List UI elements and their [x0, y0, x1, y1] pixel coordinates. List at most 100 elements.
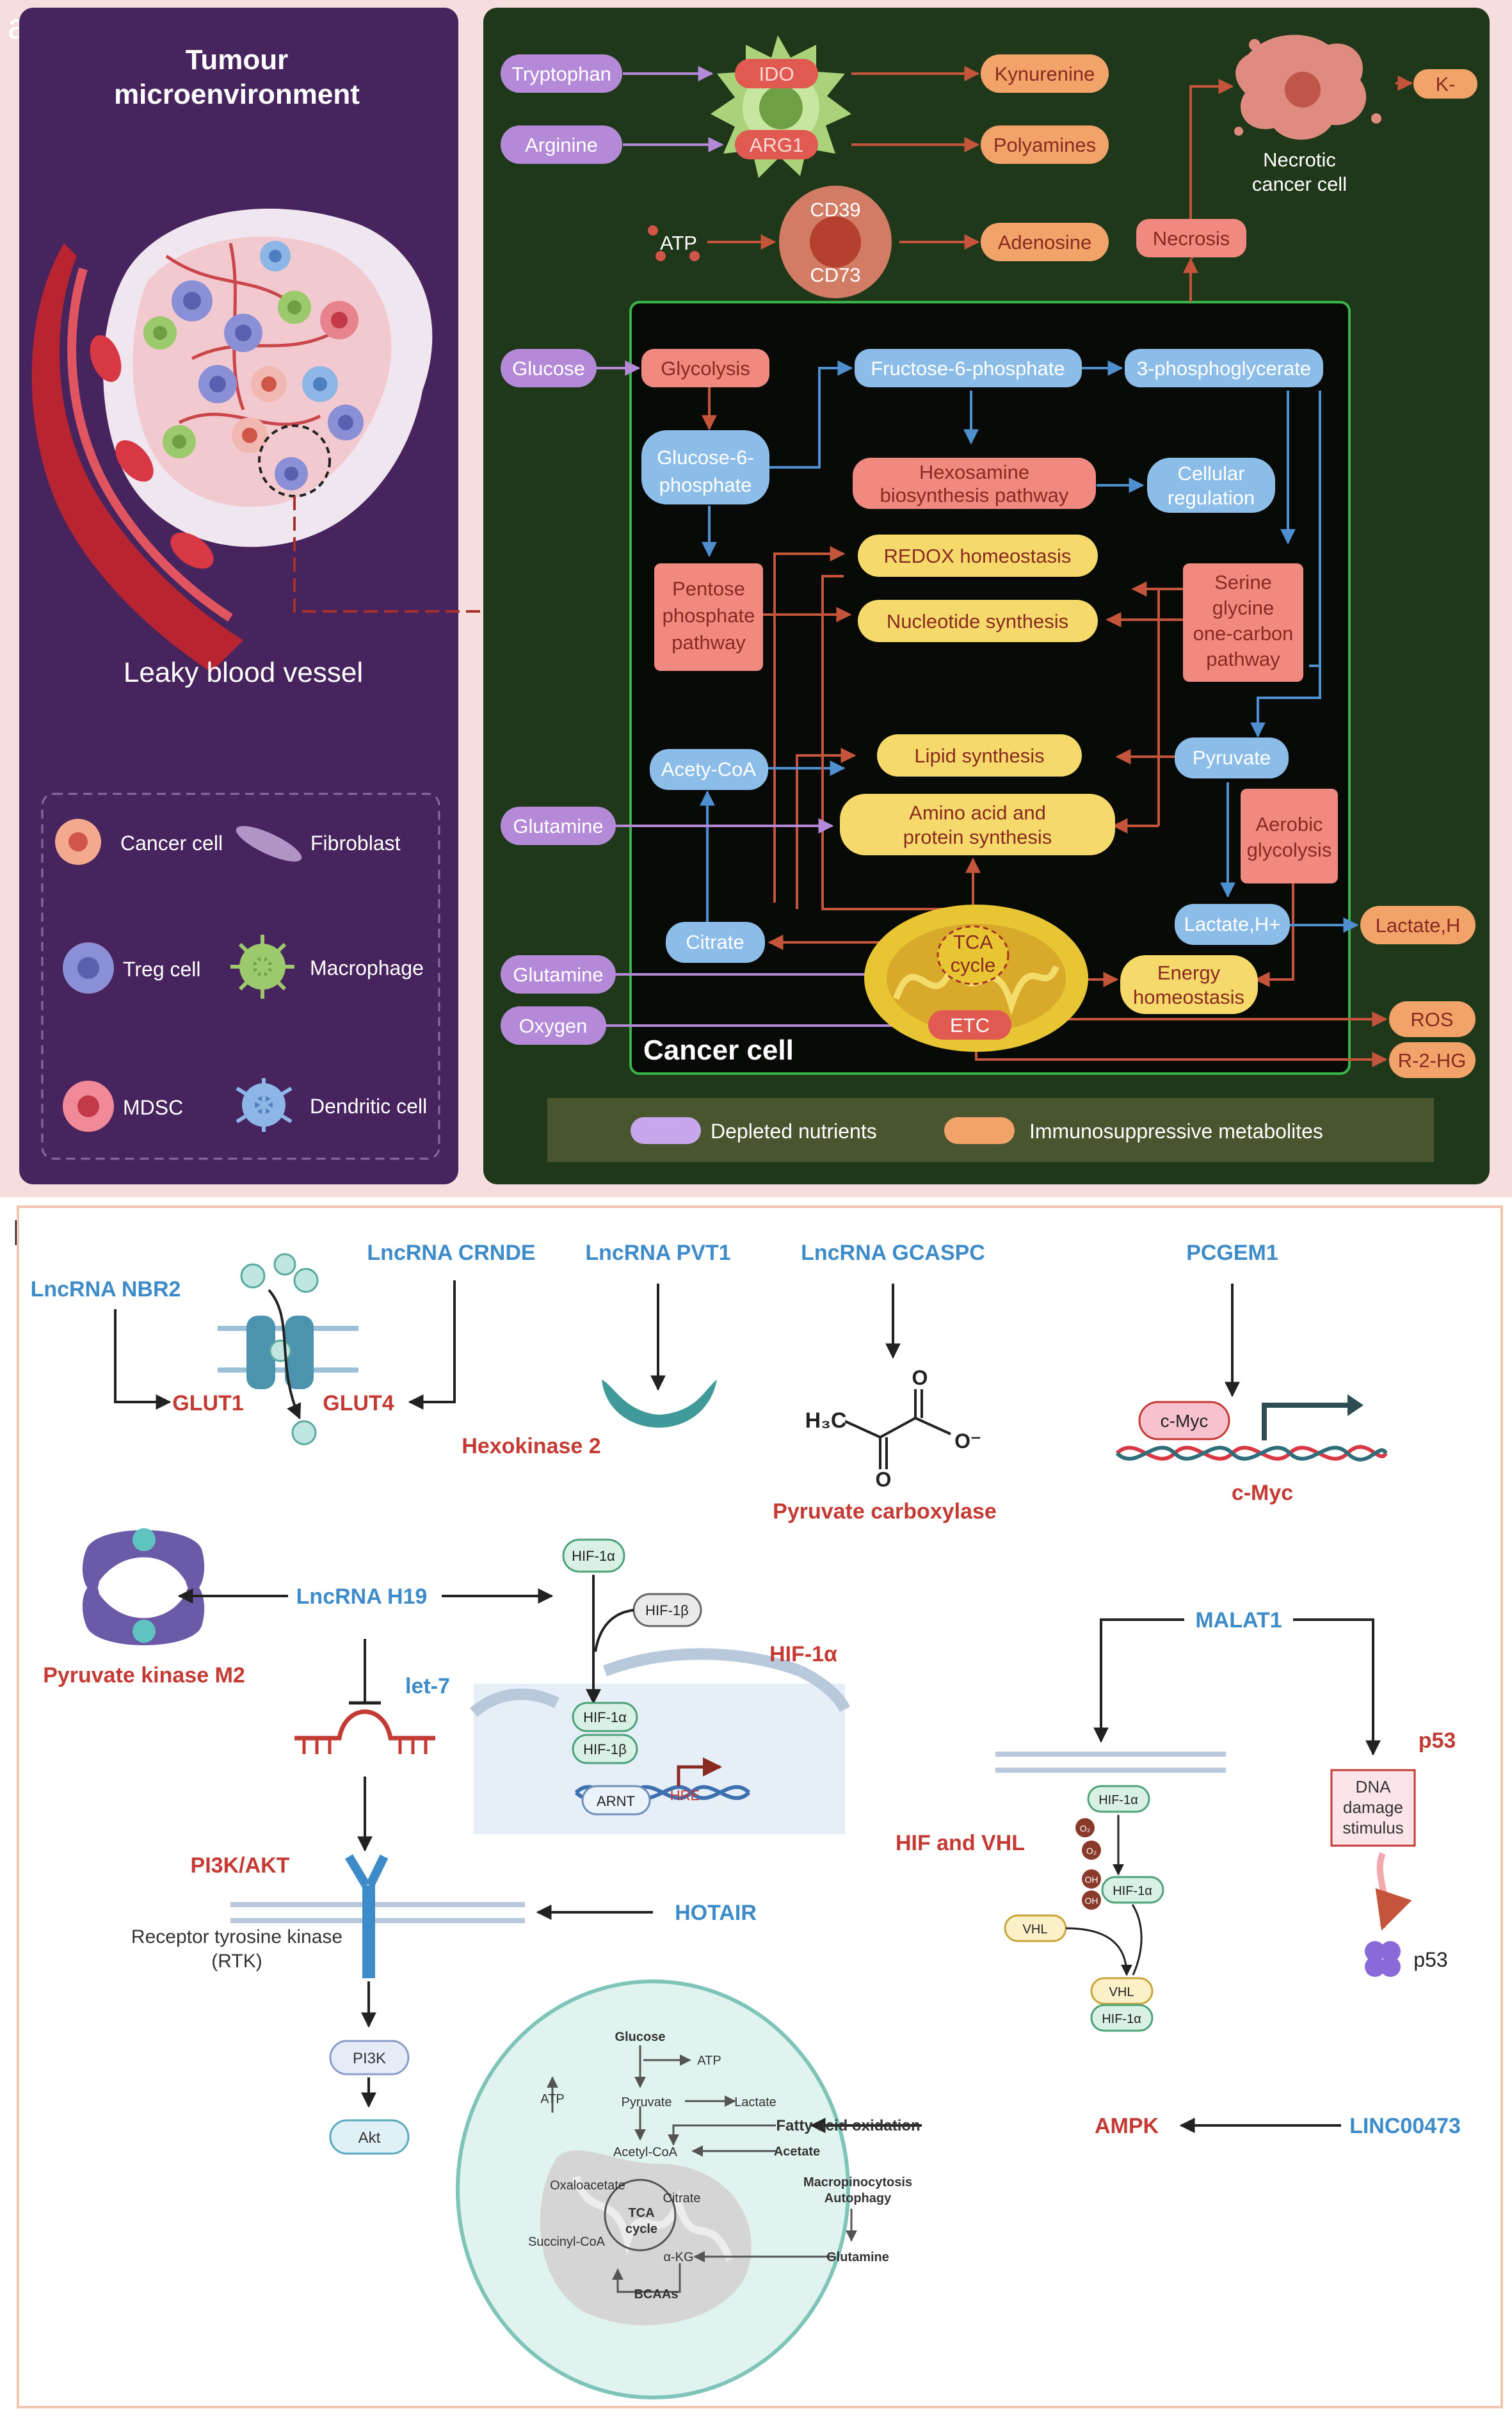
hif1b-inner-box — [572, 1734, 638, 1764]
node-nucleotide — [858, 600, 1098, 642]
mito-oxaloacetate: Oxaloacetate — [550, 2179, 625, 2193]
vhl-complex-box — [1090, 1977, 1154, 2005]
arnt-box — [581, 1785, 651, 1816]
hif1b-inner-label: HIF-1β — [583, 1741, 627, 1757]
node-ppp-line3: pathway — [672, 631, 746, 654]
node-glycolysis — [641, 349, 769, 387]
node-lactate-in-label: Lactate,H+ — [1184, 913, 1281, 935]
node-glutamine-1 — [501, 807, 616, 845]
vhl-oh1: OH — [1085, 1874, 1098, 1885]
hif-vhl-label: HIF and VHL — [896, 1831, 1025, 1855]
legend-macrophage: Macrophage — [310, 956, 424, 979]
node-cellular-line1: Cellular — [1177, 462, 1244, 485]
node-amino-acid — [840, 794, 1115, 855]
ampk-label: AMPK — [1095, 2114, 1159, 2138]
node-g6p-line2: phosphate — [659, 474, 752, 496]
tme-title-line2: microenvironment — [114, 79, 360, 110]
node-etc — [928, 1010, 1011, 1040]
leaky-vessel-label: Leaky blood vessel — [124, 657, 363, 688]
pi3k-label: PI3K — [353, 2050, 386, 2067]
p53-small-label: p53 — [1413, 1948, 1447, 1971]
tca-line2: cycle — [951, 954, 996, 976]
mito-atp2: ATP — [540, 2092, 564, 2106]
dna-line1: DNA — [1356, 1777, 1392, 1796]
tme-title-line1: Tumour — [186, 44, 289, 76]
node-arginine-label: Arginine — [525, 134, 598, 156]
node-ppp-line2: phosphate — [663, 604, 755, 627]
dna-line3: stimulus — [1342, 1818, 1403, 1837]
metabolite-legend: Depleted nutrients Immunosuppressive met… — [547, 1098, 1434, 1162]
node-serine — [1183, 563, 1303, 682]
node-acetyl-coa-label: Acety-CoA — [661, 758, 756, 780]
node-necrosis-label: Necrosis — [1153, 227, 1230, 250]
hexokinase-icon — [602, 1380, 717, 1428]
node-oxygen — [501, 1006, 606, 1045]
vhl-hif1a-bottom-box — [1090, 2004, 1154, 2032]
node-redox — [858, 535, 1098, 577]
node-serine-line1: Serine — [1214, 571, 1272, 593]
rtk-line1: Receptor tyrosine kinase — [131, 1926, 342, 1947]
o2-molecule — [1075, 1818, 1095, 1837]
node-hexosamine — [853, 458, 1096, 509]
vhl-left-label: VHL — [1023, 1922, 1048, 1937]
mito-fao: Fatty acid oxidation — [776, 2117, 920, 2134]
node-glutamine-2-label: Glutamine — [513, 963, 603, 986]
node-hexosamine-line1: Hexosamine — [919, 461, 1029, 483]
node-g6p-line1: Glucose-6- — [657, 446, 754, 469]
node-ros — [1389, 1001, 1476, 1037]
mito-succinyl: Succinyl-CoA — [528, 2235, 606, 2249]
node-ido — [735, 59, 818, 88]
legend-depleted: Depleted nutrients — [711, 1120, 877, 1143]
hexokinase2-label: Hexokinase 2 — [462, 1434, 600, 1458]
necrotic-cell — [1234, 35, 1381, 140]
mito-tca2: cycle — [625, 2222, 657, 2236]
mito-lactate: Lactate — [734, 2095, 776, 2109]
hif1a-box — [562, 1538, 625, 1573]
tumour-illustration — [31, 208, 853, 672]
lnc-nbr2: LncRNA NBR2 — [31, 1277, 181, 1302]
o-top: O — [912, 1366, 928, 1389]
node-lipid-label: Lipid synthesis — [914, 745, 1044, 767]
mito-macropino: Macropinocytosis — [803, 2175, 912, 2189]
node-3pg-label: 3-phosphoglycerate — [1137, 357, 1311, 380]
node-ros-label: ROS — [1410, 1008, 1453, 1031]
node-nucleotide-label: Nucleotide synthesis — [887, 610, 1068, 633]
metabolic-panel: Tryptophan Arginine Glucose Glutamine Gl… — [483, 8, 1490, 1184]
oh-group — [1082, 1869, 1101, 1889]
node-citrate-label: Citrate — [686, 931, 744, 953]
nodes: Tryptophan Arginine Glucose Glutamine Gl… — [501, 54, 1477, 1078]
node-lactate-in — [1175, 904, 1290, 945]
node-polyamines-label: Polyamines — [993, 134, 1096, 156]
node-oxygen-label: Oxygen — [519, 1015, 588, 1037]
node-serine-line4: pathway — [1206, 648, 1280, 670]
node-arginine — [501, 125, 622, 164]
dna-line2: damage — [1343, 1798, 1403, 1817]
cmyc-box-label: c-Myc — [1161, 1411, 1209, 1431]
mitochondrion — [864, 905, 1088, 1052]
node-g6p — [641, 430, 769, 504]
mito-bcaas: BCAAs — [634, 2287, 679, 2301]
glut1-label: GLUT1 — [172, 1391, 243, 1415]
node-r2hg — [1389, 1042, 1476, 1078]
hotair-label: HOTAIR — [675, 1901, 757, 1925]
legend-mdsc: MDSC — [123, 1096, 183, 1119]
o-bottom: O — [876, 1468, 892, 1491]
glut4-label: GLUT4 — [323, 1391, 394, 1415]
node-glycolysis-label: Glycolysis — [661, 357, 750, 380]
hif-nucleus — [470, 1648, 851, 1834]
mito-akg: α-KG — [663, 2250, 693, 2264]
lnc-pvt1: LncRNA PVT1 — [585, 1241, 730, 1265]
hif1b-box-label: HIF-1β — [645, 1602, 689, 1618]
node-cd73-label: CD73 — [810, 264, 860, 286]
atp-dot — [689, 251, 700, 261]
o-minus: O⁻ — [954, 1430, 981, 1453]
node-necrosis — [1136, 219, 1246, 257]
lnc-h19: LncRNA H19 — [296, 1584, 428, 1609]
node-ido-label: IDO — [759, 63, 794, 85]
node-aerobic-glycolysis — [1241, 789, 1338, 883]
legend-immuno: Immunosuppressive metabolites — [1029, 1120, 1323, 1143]
node-aerobic-line2: glycolysis — [1247, 839, 1332, 861]
akt-label: Akt — [358, 2129, 381, 2147]
vhl-hif1a-top-label: HIF-1α — [1098, 1793, 1138, 1807]
